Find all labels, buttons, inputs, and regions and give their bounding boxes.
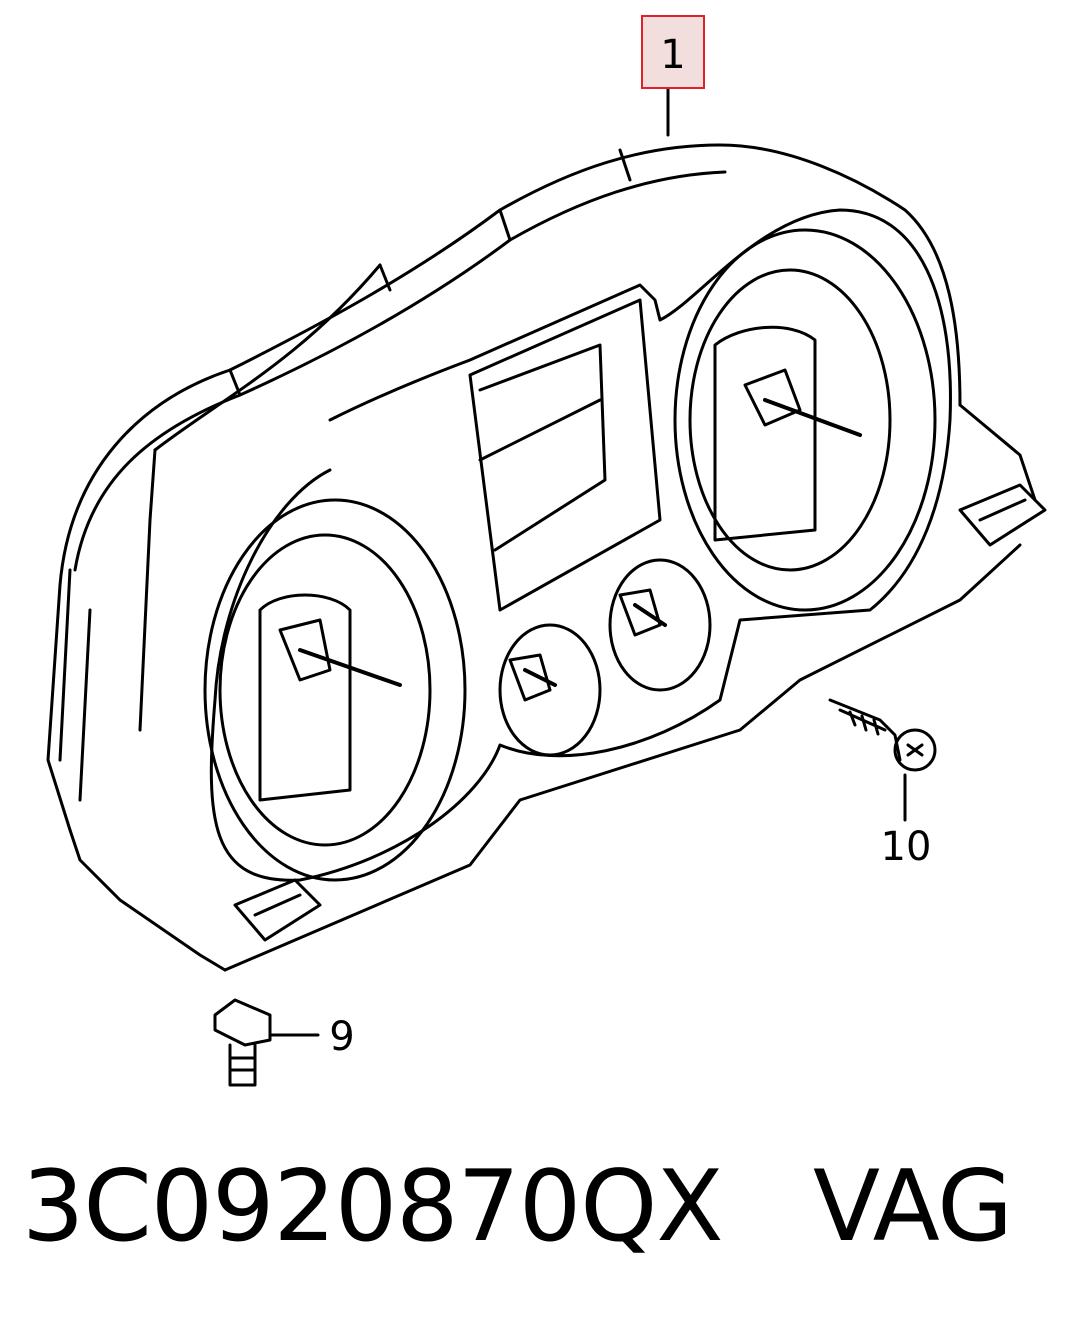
- part-number-caption: 3C0920870QX VAG: [22, 1158, 1013, 1256]
- callout-1-label: 1: [660, 32, 685, 78]
- retaining-clip: [213, 998, 320, 1087]
- instrument-cluster-housing: [46, 143, 1037, 972]
- center-display: [468, 298, 662, 612]
- small-gauge-right: [608, 558, 712, 692]
- callout-10-label: 10: [881, 824, 932, 870]
- screw: [828, 698, 937, 822]
- connector-left: [233, 878, 322, 942]
- small-gauge-left: [498, 623, 602, 757]
- brand-name: VAG: [812, 1150, 1013, 1264]
- connector-right: [958, 483, 1047, 547]
- part-number: 3C0920870QX: [22, 1150, 724, 1264]
- callout-1-highlight: [641, 15, 705, 89]
- right-gauge: [673, 228, 937, 612]
- left-gauge: [203, 498, 467, 882]
- callout-9-label: 9: [329, 1014, 354, 1060]
